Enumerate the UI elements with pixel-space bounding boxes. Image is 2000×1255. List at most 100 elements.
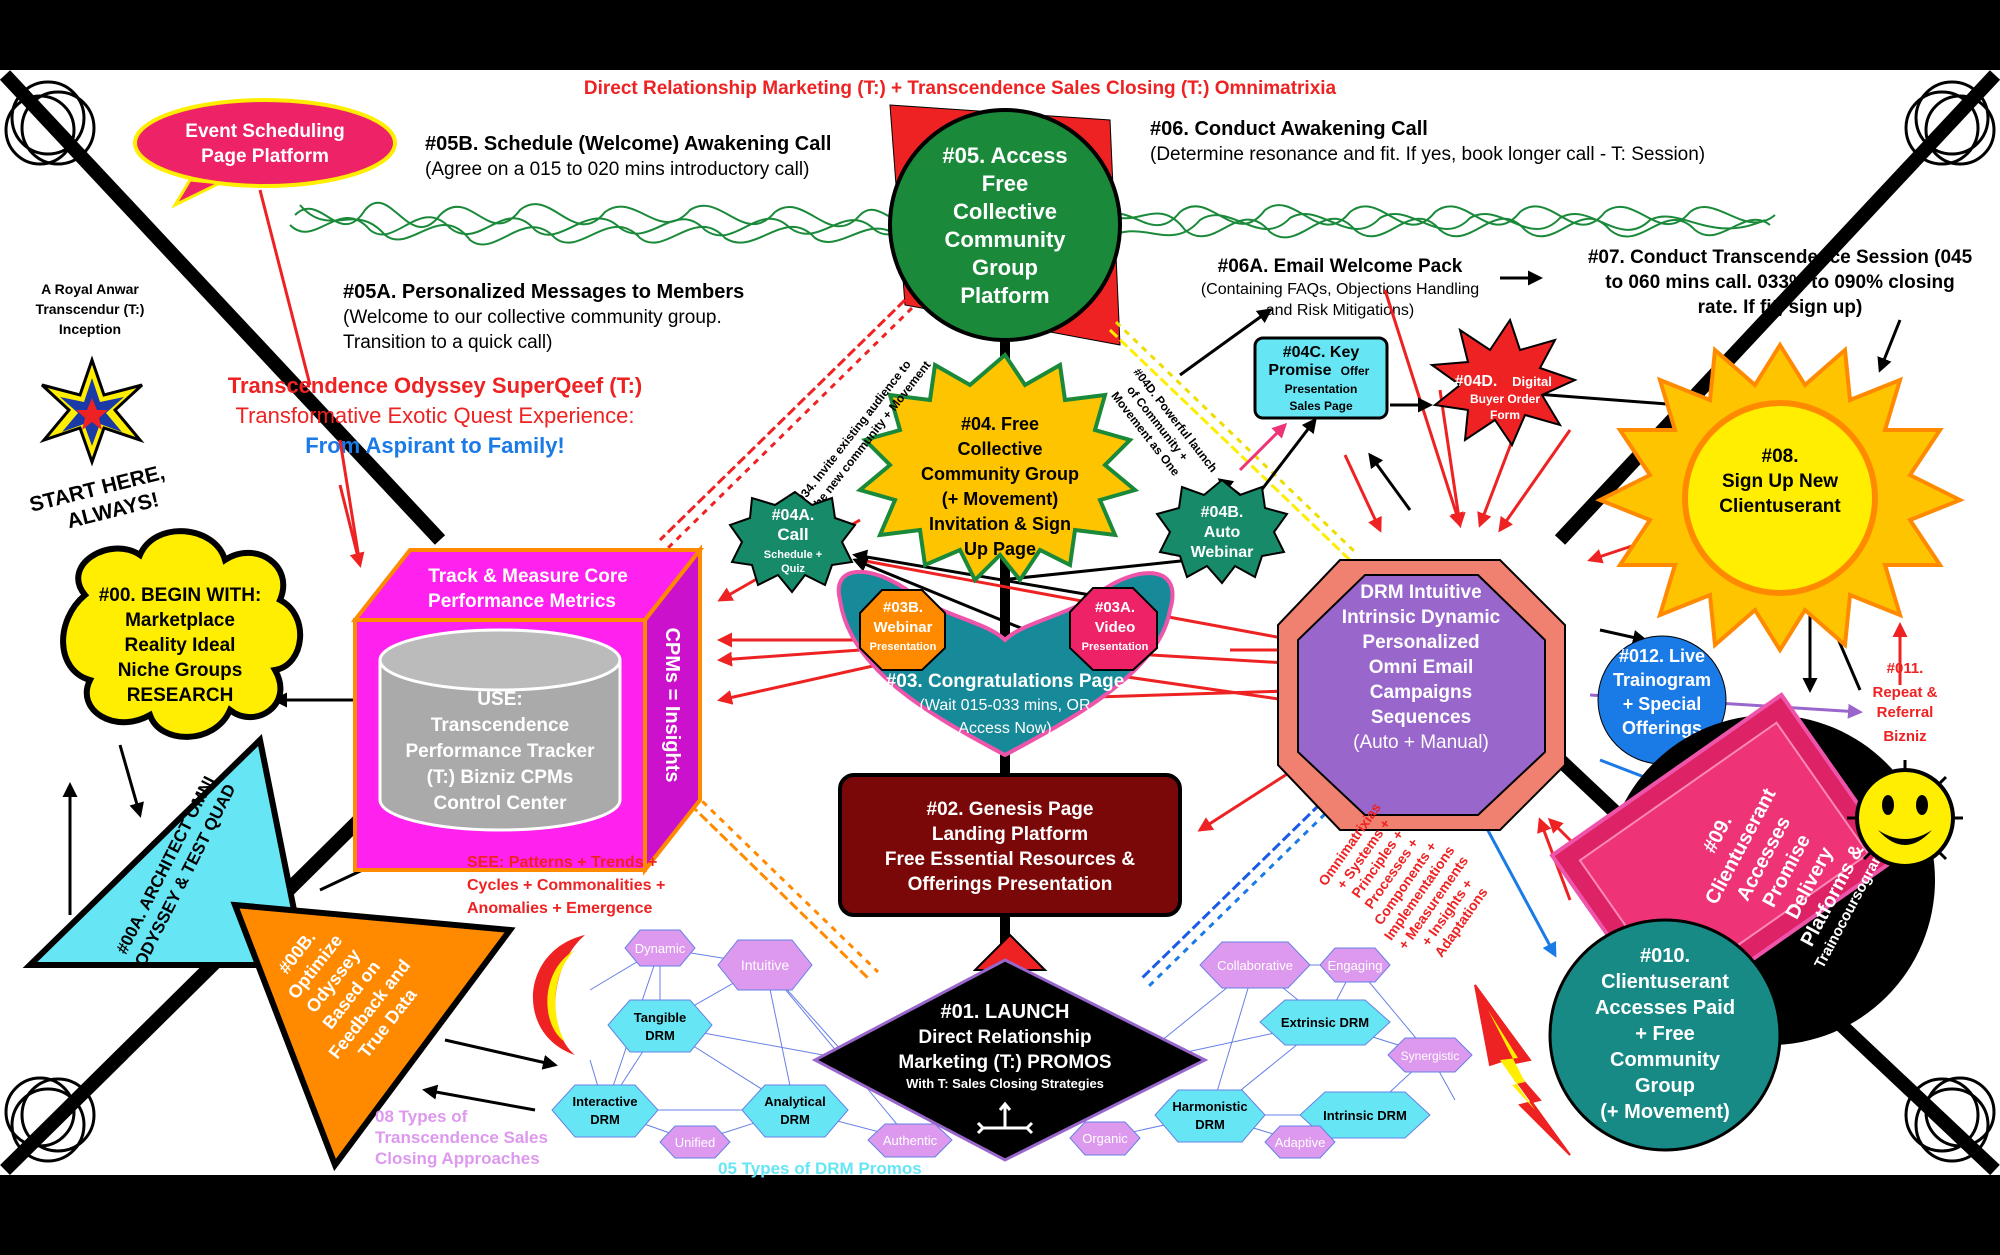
- svg-text:Clientuserant: Clientuserant: [1601, 971, 1729, 993]
- svg-text:Trainogram: Trainogram: [1613, 670, 1711, 690]
- svg-text:Adaptive: Adaptive: [1275, 1135, 1326, 1150]
- promo-node-authentic: Authentic: [867, 1123, 953, 1158]
- svg-text:Schedule +: Schedule +: [764, 549, 822, 561]
- odyssey-label: Transcendence Odyssey SuperQeef (T:) Tra…: [228, 373, 643, 458]
- svg-text:Inception: Inception: [59, 321, 121, 337]
- promo-node-tangible: Tangible DRM: [607, 999, 713, 1053]
- drm-types-label: 05 Types of DRM Promos: [718, 1159, 922, 1178]
- tracker-top-label: Track & Measure Core Performance Metrics: [428, 566, 628, 612]
- step-00b-triangle[interactable]: [230, 901, 516, 1172]
- svg-text:#07. Conduct Transcendence Ses: #07. Conduct Transcendence Session (045: [1588, 247, 1973, 268]
- svg-text:Transcendur (T:): Transcendur (T:): [36, 301, 145, 317]
- svg-text:Sequences: Sequences: [1371, 707, 1471, 728]
- svg-text:+ Special: + Special: [1623, 694, 1702, 714]
- promo-node-analytical: Analytical DRM: [741, 1084, 849, 1138]
- svg-text:Authentic: Authentic: [883, 1133, 938, 1148]
- svg-text:Sign Up New: Sign Up New: [1722, 471, 1838, 492]
- step-04d-starburst[interactable]: [1429, 317, 1578, 448]
- svg-text:Collective: Collective: [953, 199, 1057, 224]
- svg-text:SEE: Patterns + Trends +: SEE: Patterns + Trends +: [467, 854, 657, 871]
- step-04-label: #04. Free Collective Community Group (+ …: [921, 414, 1079, 559]
- tracker-cube[interactable]: [350, 544, 705, 876]
- step-04-starburst[interactable]: [855, 352, 1140, 584]
- svg-text:#04B.: #04B.: [1201, 504, 1244, 521]
- svg-text:Free Essential Resources &: Free Essential Resources &: [885, 849, 1136, 870]
- svg-text:Intuitive: Intuitive: [741, 957, 789, 973]
- crescent-moon-icon: [532, 935, 585, 1055]
- svg-text:Accesses Paid: Accesses Paid: [1595, 997, 1735, 1019]
- svg-text:Community Group: Community Group: [921, 464, 1079, 484]
- svg-text:Event Scheduling: Event Scheduling: [185, 121, 344, 142]
- svg-text:RESEARCH: RESEARCH: [127, 685, 234, 706]
- svg-text:Engaging: Engaging: [1328, 958, 1383, 973]
- svg-text:Cycles + Commonalities +: Cycles + Commonalities +: [467, 877, 665, 894]
- step-03-label: #03. Congratulations Page (Wait 015-033 …: [886, 671, 1125, 737]
- event-scheduling-bubble: [133, 98, 397, 188]
- step-010-circle[interactable]: [1548, 918, 1782, 1152]
- step-03b-label: #03B. Webinar Presentation: [870, 599, 937, 653]
- step-02-box[interactable]: [838, 773, 1182, 917]
- svg-text:Presentation: Presentation: [1082, 641, 1149, 653]
- svg-text:Transition to a quick call): Transition to a quick call): [343, 332, 552, 353]
- step-03a-octagon[interactable]: [1069, 587, 1158, 671]
- step-00-label: #00. BEGIN WITH: Marketplace Reality Ide…: [99, 585, 262, 706]
- svg-text:Up Page: Up Page: [964, 539, 1036, 559]
- step-04c-box[interactable]: [1253, 336, 1389, 420]
- svg-text:Anomalies + Emergence: Anomalies + Emergence: [467, 900, 653, 917]
- svg-text:(+ Movement): (+ Movement): [1600, 1101, 1729, 1123]
- promo-node-engaging: Engaging: [1319, 947, 1391, 983]
- step-05-label: #05. Access Free Collective Community Gr…: [942, 143, 1067, 308]
- step-04b-star[interactable]: [1155, 478, 1289, 585]
- step-02-label: #02. Genesis Page Landing Platform Free …: [885, 799, 1136, 895]
- step-05b: #05B. Schedule (Welcome) Awakening Call …: [425, 133, 831, 180]
- svg-text:DRM Intuitive: DRM Intuitive: [1360, 582, 1481, 603]
- svg-text:DRM: DRM: [780, 1112, 810, 1127]
- svg-text:(Welcome to our collective com: (Welcome to our collective community gro…: [343, 307, 722, 328]
- svg-text:Webinar: Webinar: [1191, 544, 1254, 561]
- drm-hub-octagon[interactable]: [1297, 574, 1546, 816]
- svg-text:Presentation: Presentation: [870, 641, 937, 653]
- svg-text:Quiz: Quiz: [781, 563, 805, 575]
- promo-node-interactive: Interactive DRM: [551, 1084, 659, 1138]
- svg-text:Omni Email: Omni Email: [1369, 657, 1474, 678]
- corner-rings: [4, 80, 1996, 1163]
- step-07: #07. Conduct Transcendence Session (045 …: [1588, 247, 1973, 318]
- arrow-04a: [852, 557, 1051, 642]
- svg-text:With T: Sales Closing Strategi: With T: Sales Closing Strategies: [906, 1076, 1104, 1091]
- svg-text:Offerings Presentation: Offerings Presentation: [908, 874, 1113, 895]
- svg-text:Page Platform: Page Platform: [201, 146, 329, 167]
- step-04d-label: #04D. Digital Buyer Order Form: [1455, 373, 1552, 422]
- svg-text:#04D.: #04D.: [1455, 373, 1498, 390]
- svg-text:DRM: DRM: [1195, 1117, 1225, 1132]
- black-flow-arrows: [62, 308, 1902, 1112]
- svg-text:#01. LAUNCH: #01. LAUNCH: [941, 1001, 1070, 1023]
- svg-text:+ Free: + Free: [1635, 1023, 1694, 1045]
- smiley-right-eye-icon: [1916, 795, 1928, 815]
- svg-text:Buyer Order: Buyer Order: [1470, 392, 1540, 406]
- step-04a-label: #04A. Call Schedule + Quiz: [764, 507, 822, 575]
- svg-text:USE:: USE:: [477, 689, 522, 710]
- svg-text:Campaigns: Campaigns: [1370, 682, 1472, 703]
- step-01-diamond[interactable]: [811, 958, 1209, 1162]
- svg-text:Transformative Exotic Quest Ex: Transformative Exotic Quest Experience:: [235, 403, 634, 428]
- svg-text:#02. Genesis Page: #02. Genesis Page: [927, 799, 1094, 820]
- svg-text:Closing Approaches: Closing Approaches: [375, 1149, 540, 1168]
- svg-text:Personalized: Personalized: [1362, 632, 1479, 653]
- svg-text:Offerings: Offerings: [1622, 718, 1702, 738]
- step-010-label: #010. Clientuserant Accesses Paid + Free…: [1595, 945, 1735, 1123]
- svg-text:Promise: Promise: [1268, 362, 1331, 379]
- svg-text:#03B.: #03B.: [883, 599, 923, 616]
- svg-text:#04A.: #04A.: [772, 507, 815, 524]
- step-06: #06. Conduct Awakening Call (Determine r…: [1150, 118, 1705, 165]
- promo-node-intrinsic: Intrinsic DRM: [1299, 1091, 1431, 1139]
- step-04a-star[interactable]: [728, 490, 857, 594]
- step-03b-octagon[interactable]: [859, 589, 946, 671]
- step-04b-label: #04B. Auto Webinar: [1191, 504, 1254, 561]
- step-05-circle[interactable]: [888, 108, 1122, 342]
- svg-text:Community: Community: [945, 227, 1067, 252]
- svg-text:(T:) Bizniz CPMs: (T:) Bizniz CPMs: [427, 767, 574, 788]
- step-00-cloud[interactable]: [60, 528, 304, 740]
- svg-text:Presentation: Presentation: [1285, 382, 1358, 396]
- svg-text:Niche Groups: Niche Groups: [118, 660, 243, 681]
